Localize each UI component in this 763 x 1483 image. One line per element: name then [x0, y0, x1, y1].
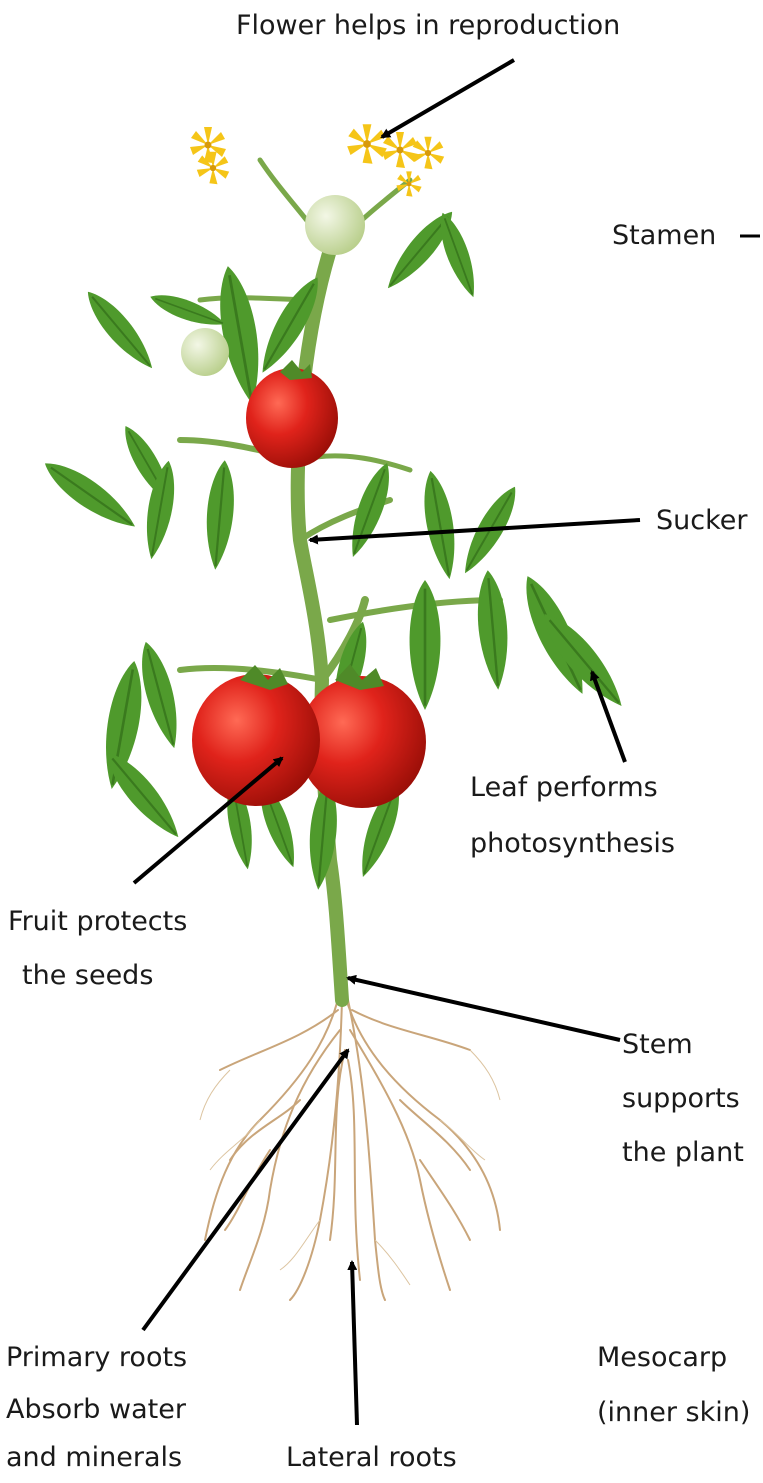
stamen-label: Stamen — [612, 218, 716, 253]
lateral-roots-label: Lateral roots — [286, 1440, 457, 1475]
sucker-label: Sucker — [656, 503, 747, 538]
primary-roots-label-line1: Primary roots — [6, 1340, 187, 1375]
fruit-label-line2: the seeds — [22, 958, 153, 993]
stem-label-line3: the plant — [622, 1135, 744, 1170]
lateral-roots-arrow — [352, 1262, 357, 1425]
primary-roots-arrow — [143, 1050, 348, 1330]
primary-roots-label-line2: Absorb water — [6, 1392, 186, 1427]
stem-label-line1: Stem — [622, 1027, 693, 1062]
fine-roots — [200, 1050, 500, 1285]
mesocarp-label-line1: Mesocarp — [597, 1340, 727, 1375]
primary-roots-label-line3: and minerals — [6, 1440, 182, 1475]
flower-label: Flower helps in reproduction — [236, 8, 620, 43]
flower-arrow — [382, 60, 514, 137]
stem-arrow — [348, 978, 620, 1040]
leaf-label-line1: Leaf performs — [470, 770, 658, 805]
flowers — [190, 124, 444, 196]
leaf-label-line2: photosynthesis — [470, 826, 675, 861]
fruit-label-line1: Fruit protects — [8, 904, 187, 939]
roots — [205, 990, 500, 1300]
stem-label-line2: supports — [622, 1081, 740, 1116]
mesocarp-label-line2: (inner skin) — [597, 1395, 750, 1430]
